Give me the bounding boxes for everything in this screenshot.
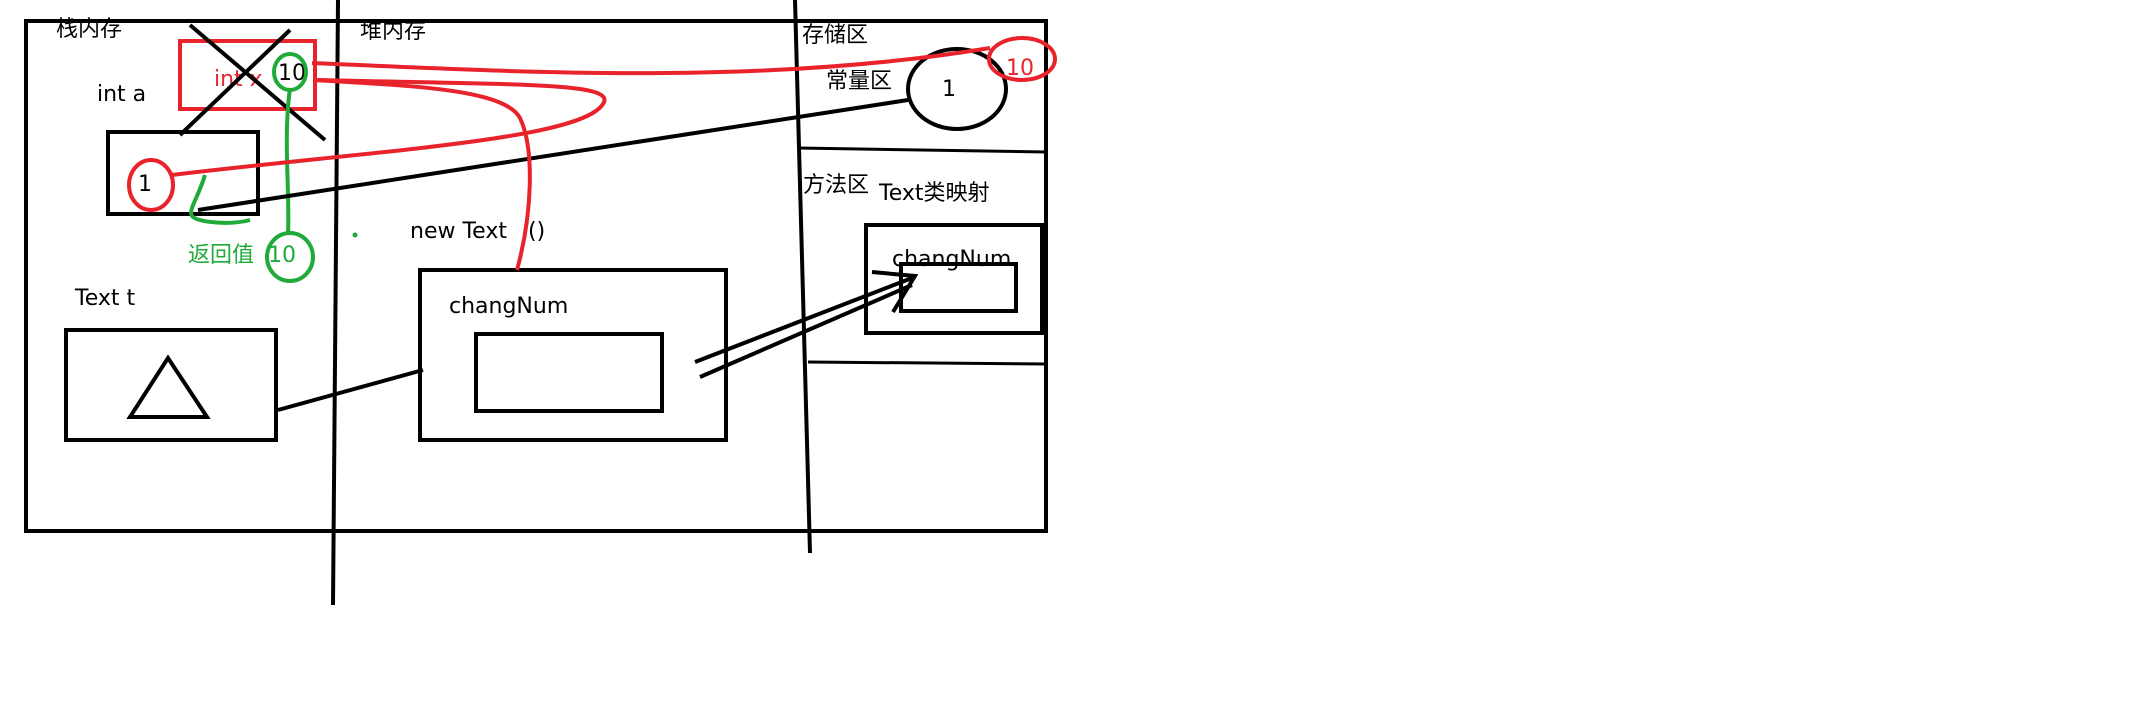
var-t-label: Text t <box>74 286 135 311</box>
field-arrow-line-2 <box>699 283 913 379</box>
constant-10-value: 10 <box>1006 56 1034 81</box>
reference-a-to-constant <box>197 98 909 212</box>
return-label: 返回值 <box>188 243 254 268</box>
return-value: 10 <box>268 243 296 268</box>
field-arrow-line-1 <box>694 276 913 364</box>
int-x-box <box>178 39 317 111</box>
class-field-label: changNum <box>892 247 1011 272</box>
constant-1-circle <box>906 47 1008 131</box>
new-text-label: new Text <box>410 219 507 244</box>
class-field-box <box>899 262 1018 313</box>
heap-field-box <box>474 332 664 413</box>
var-a-label: int a <box>97 82 146 107</box>
constant-1-value: 1 <box>942 77 956 102</box>
triangle-icon <box>126 354 211 419</box>
red-line-x-to-constant <box>311 46 991 76</box>
green-dot <box>352 232 358 238</box>
divider-heap-storage <box>793 0 812 554</box>
reference-t-to-object <box>277 368 424 412</box>
divider-method-bottom <box>807 360 1047 366</box>
heap-object-box <box>418 268 728 442</box>
constant-pool-label: 常量区 <box>826 69 892 94</box>
cross-line-1 <box>188 23 327 142</box>
divider-stack-heap <box>331 0 340 606</box>
var-a-value: 1 <box>138 172 152 197</box>
class-map-box <box>864 223 1044 335</box>
red-line-a-to-x <box>171 78 607 177</box>
new-text-parens: () <box>528 219 545 244</box>
storage-section-label: 存储区 <box>802 23 868 48</box>
method-area-label: 方法区 <box>803 173 869 198</box>
return-path-left <box>189 174 251 225</box>
red-line-heap-to-x <box>312 78 532 271</box>
heap-section-label: 堆内存 <box>360 19 426 44</box>
outer-frame <box>24 19 1048 533</box>
constant-10-circle <box>987 36 1057 82</box>
cross-line-2 <box>178 28 292 137</box>
stack-section-label: 栈内存 <box>56 17 122 42</box>
class-map-label: Text类映射 <box>878 181 990 206</box>
var-t-box <box>64 328 278 442</box>
var-a-value-circle <box>127 158 175 212</box>
divider-constant-method <box>797 146 1047 154</box>
heap-field-label: changNum <box>449 294 568 319</box>
